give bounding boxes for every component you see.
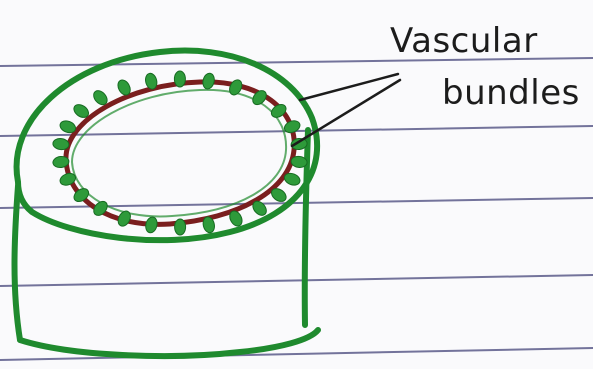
cylinder-bottom: [20, 330, 318, 356]
vascular-bundle-dot: [283, 119, 302, 135]
vascular-bundle-dot: [116, 209, 133, 228]
vascular-bundle-dot: [52, 138, 69, 151]
vascular-bundle-dot: [174, 71, 185, 87]
pointer-line-upper: [300, 74, 398, 100]
cylinder-left-wall: [15, 186, 21, 340]
label-bundles: bundles: [442, 73, 580, 113]
vascular-bundles: [52, 71, 307, 235]
vascular-bundle-dot: [144, 216, 158, 234]
ruled-line: [0, 275, 593, 286]
vascular-bundle-dot: [175, 219, 186, 235]
vascular-bundle-dot: [201, 72, 215, 90]
label-vascular: Vascular: [390, 21, 538, 61]
